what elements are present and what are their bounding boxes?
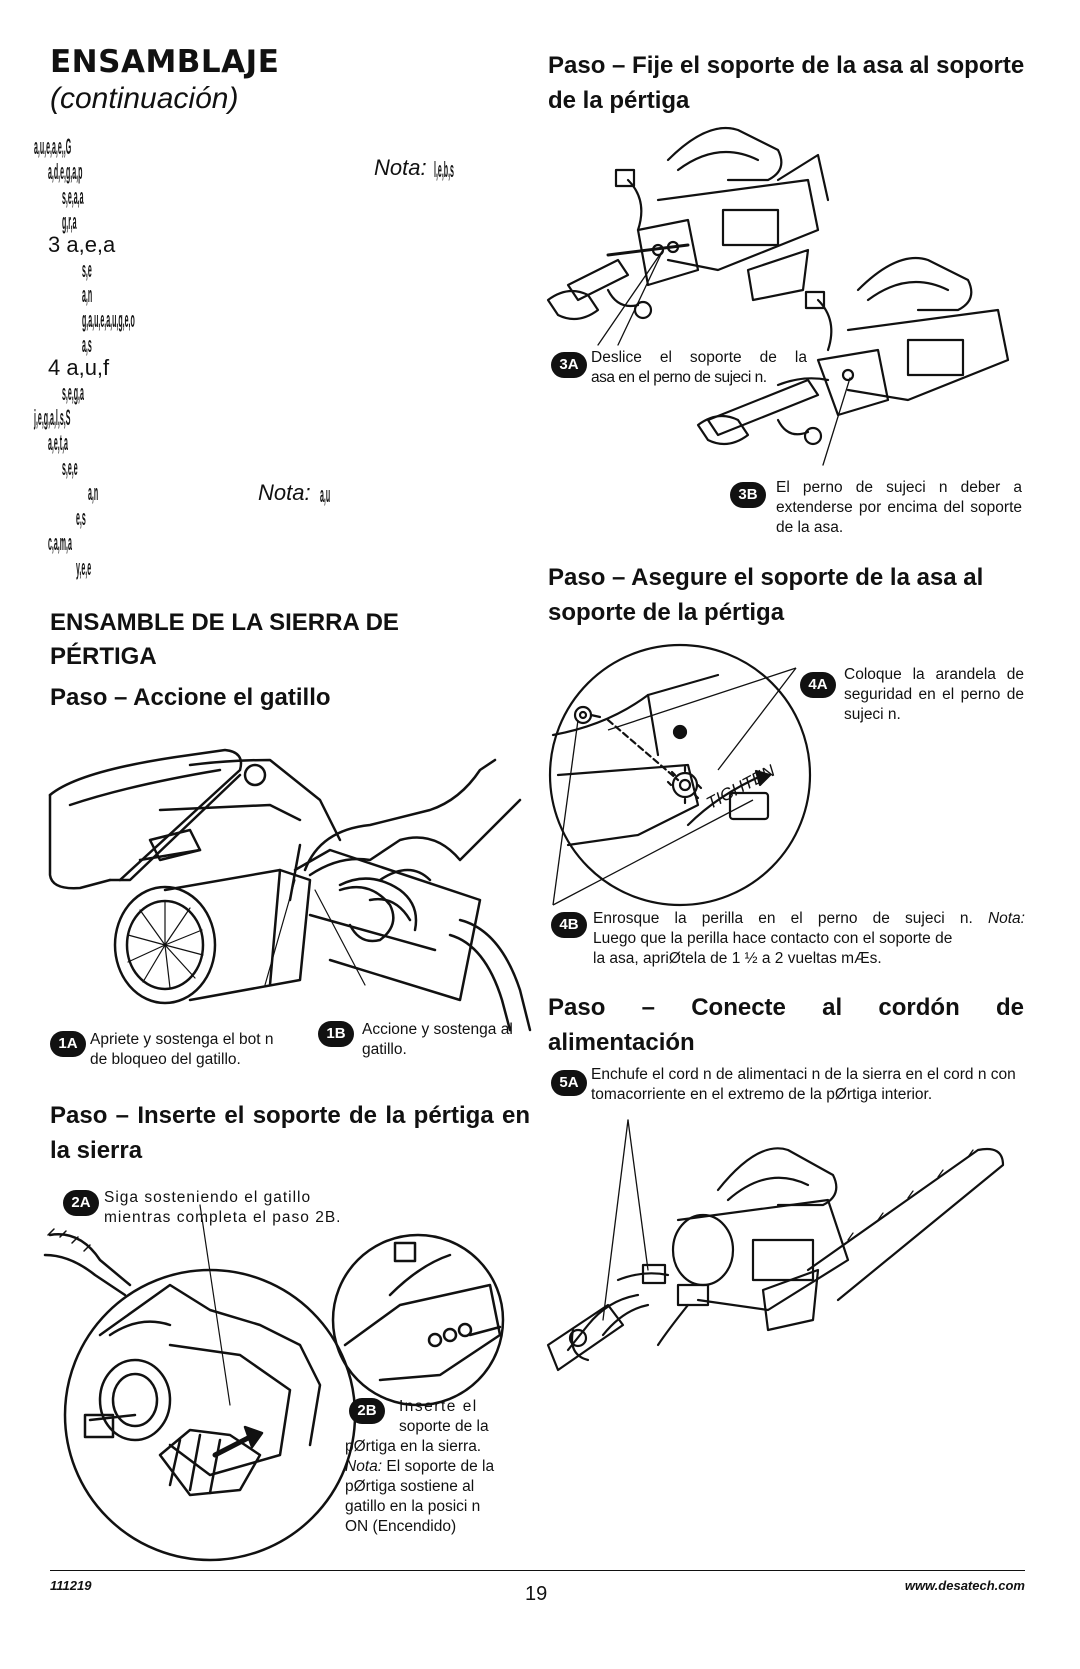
- text-line: c,a,m,a: [48, 530, 72, 555]
- caption-2b-line: pØrtiga sostiene al: [345, 1478, 475, 1495]
- note-text: l,e,b,s: [434, 157, 454, 182]
- caption-2b-line: ON (Encendido): [345, 1518, 457, 1535]
- step-3-title: Paso – Fije el soporte de la asa al sopo…: [548, 52, 1025, 114]
- chainsaw-trigger-illustration: [48, 748, 532, 1032]
- page-subtitle: (continuación): [50, 82, 239, 115]
- text-line: e,s: [76, 505, 86, 530]
- caption-2b-line: El soporte de la: [382, 1458, 495, 1475]
- note-label: Nota:: [258, 480, 311, 505]
- callout-badge-5a: 5A: [551, 1070, 587, 1096]
- text-line: a,e,t,a: [48, 430, 68, 455]
- callout-badge-2a: 2A: [63, 1190, 99, 1216]
- caption-4b-line: Enrosque la perilla en el perno de sujec…: [593, 910, 988, 927]
- pole-insert-illustration: [43, 1204, 505, 1562]
- caption-2b-line: pØrtiga en la sierra.: [345, 1438, 482, 1455]
- text-line: 4 a,u,f: [48, 355, 110, 380]
- caption-1b: Accione y sostenga al gatillo.: [362, 1021, 513, 1058]
- callout-badge-1b: 1B: [318, 1021, 354, 1047]
- text-line: j,e,g,a,l,s,S: [34, 405, 71, 430]
- pointer-lines-4: [552, 667, 797, 906]
- step-4-title: Paso – Asegure el soporte de la asa al s…: [548, 564, 984, 626]
- text-line: s,e: [82, 257, 92, 282]
- text-line: a,n: [88, 480, 99, 505]
- lock-washer-illustration: TIGHTEN: [548, 643, 812, 907]
- callout-badge-2b: 2B: [349, 1398, 385, 1424]
- caption-2b-line: soporte de la: [399, 1418, 489, 1435]
- footer-rule: [50, 1570, 1025, 1571]
- text-line: y,e,e: [76, 555, 92, 580]
- page-title: ENSAMBLAJE: [50, 44, 280, 80]
- callout-badge-1a: 1A: [50, 1031, 86, 1057]
- footer-code: 111219: [50, 1578, 92, 1593]
- caption-4b-line: Luego que la perilla hace contacto con e…: [593, 930, 953, 947]
- caption-2b-line: gatillo en la posici n: [345, 1498, 481, 1515]
- text-line: 3 a,e,a: [48, 232, 116, 257]
- callout-badge-3a: 3A: [551, 352, 587, 378]
- caption-5a: Enchufe el cord n de alimentaci n de la …: [591, 1066, 1016, 1103]
- note-label: Nota:: [374, 155, 427, 180]
- garbled-instructions: a,u,e,a,e,,G a,d,e,g,a,p s,e,a,a g,r,a 3…: [34, 134, 504, 594]
- callout-badge-3b: 3B: [730, 482, 766, 508]
- caption-3a-line: asa en el perno de sujeci n.: [591, 369, 767, 386]
- page-number: 19: [525, 1583, 548, 1605]
- text-line: s,e,a,a: [62, 184, 84, 209]
- callout-badge-4b: 4B: [551, 912, 587, 938]
- step-5-title: Paso – Conecte al cordón de alimentación: [548, 994, 1024, 1056]
- text-line: g,a,u,e,a,u,g,e,o: [82, 307, 135, 332]
- handle-bracket-illustration: [546, 126, 1010, 466]
- callout-badge-4a: 4A: [800, 672, 836, 698]
- caption-2a: Siga sosteniendo el gatillo mientras com…: [104, 1189, 342, 1226]
- caption-2b-note: Nota:: [345, 1458, 383, 1475]
- text-line: a,s: [82, 332, 92, 357]
- text-line: g,r,a: [62, 209, 77, 234]
- caption-3a: Deslice el soporte de la asa en el perno…: [591, 348, 807, 388]
- text-line: a,u,e,a,e,,G: [34, 134, 72, 159]
- step-1-title: Paso – Accione el gatillo: [50, 684, 331, 711]
- section-title: ENSAMBLE DE LA SIERRA DE PÉRTIGA: [50, 609, 399, 670]
- note-text: a,u: [320, 482, 331, 507]
- text-line: a,d,e,g,a,p: [48, 159, 83, 184]
- power-cord-illustration: [546, 1119, 1005, 1372]
- caption-2b-line: Inserte el: [399, 1398, 478, 1415]
- caption-4b: Enrosque la perilla en el perno de sujec…: [593, 909, 1025, 969]
- step-2-title: Paso – Inserte el soporte de la pértiga …: [50, 1102, 530, 1164]
- footer-url: www.desatech.com: [904, 1578, 1025, 1593]
- caption-3b: El perno de sujeci n deber a extenderse …: [776, 479, 1022, 536]
- caption-4b-note: Nota:: [987, 910, 1025, 927]
- caption-1a: Apriete y sostenga el bot n de bloqueo d…: [90, 1031, 274, 1068]
- caption-3a-line: Deslice el soporte de la: [591, 349, 807, 366]
- caption-4a: Coloque la arandela de seguridad en el p…: [844, 666, 1024, 723]
- caption-2b: Inserte el soporte de la pØrtiga en la s…: [345, 1397, 525, 1537]
- text-line: a,n: [82, 282, 93, 307]
- text-line: s,e,g,a: [62, 380, 84, 405]
- text-line: s,e,e: [62, 455, 78, 480]
- caption-4b-line: la asa, apriØtela de 1 ½ a 2 vueltas mÆs…: [593, 950, 882, 967]
